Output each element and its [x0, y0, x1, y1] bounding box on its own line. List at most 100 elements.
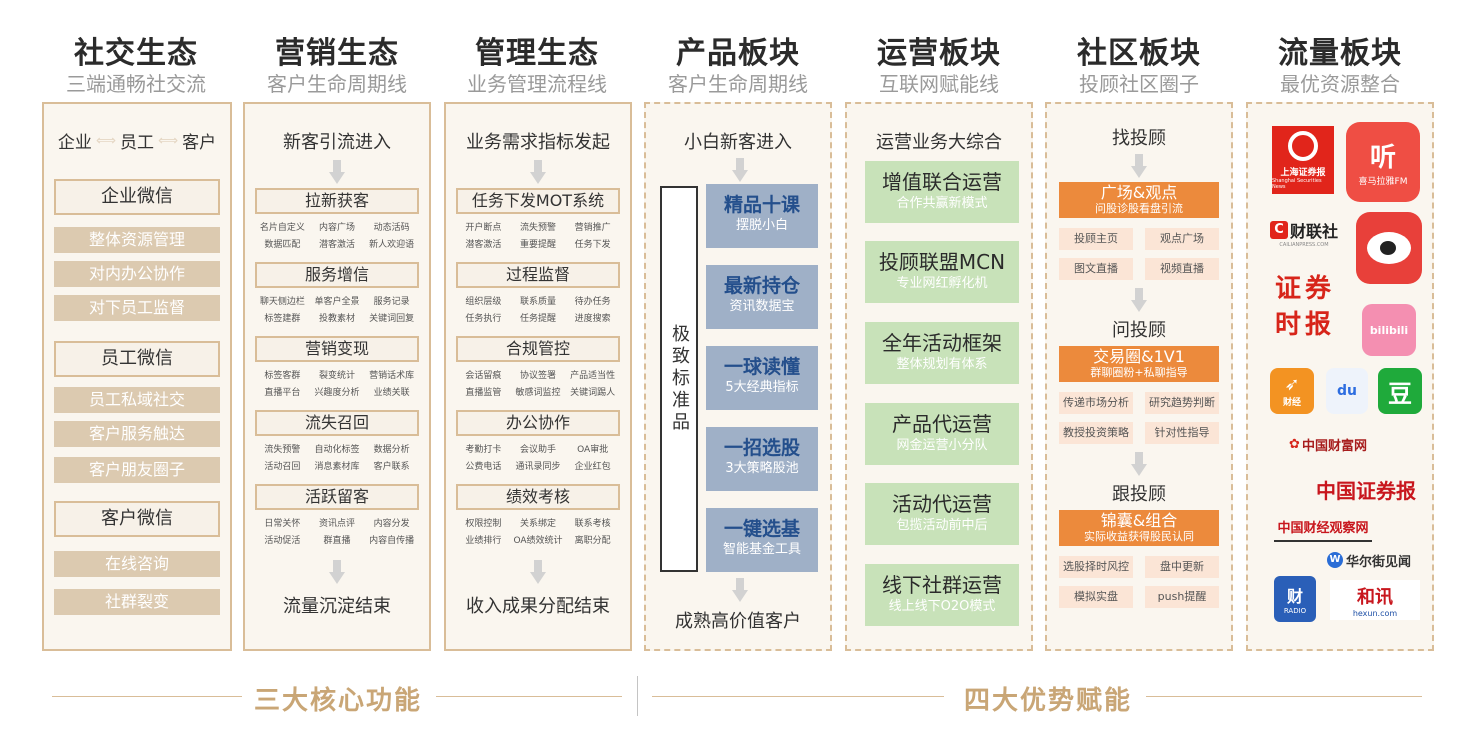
mini-item: 通讯录同步: [515, 462, 561, 472]
stage-item[interactable]: 研究趋势判断: [1145, 392, 1219, 414]
operation-card[interactable]: 增值联合运营 合作共赢新模式: [865, 161, 1019, 223]
mini-item: 离职分配: [574, 536, 611, 546]
product-card[interactable]: 最新持仓 资讯数据宝: [706, 265, 818, 329]
mini-item: 投教素材: [318, 314, 355, 324]
shzqb-logo[interactable]: 上海证券报 Shanghai Securities News: [1272, 126, 1334, 194]
section-items: 日常关怀 资讯点评 内容分发 活动促活 群直播 内容自传播: [255, 516, 419, 546]
card-title: 一球读懂: [723, 356, 800, 378]
col-title: 管理生态: [475, 36, 599, 71]
flow-start: 业务需求指标发起: [466, 132, 610, 153]
col-subtitle: 三端通畅社交流: [66, 72, 206, 96]
product-card[interactable]: 一球读懂 5大经典指标: [706, 346, 818, 410]
mini-item: 标签建群: [264, 314, 301, 324]
mini-item: 消息素材库: [314, 462, 360, 472]
bar-subtitle: 群聊圈粉+私聊指导: [1090, 366, 1188, 379]
caijingguancha-logo[interactable]: 中国财经观察网: [1274, 512, 1372, 542]
card-title: 增值联合运营: [882, 170, 1002, 194]
zgzqb-logo[interactable]: 中国证券报: [1314, 474, 1418, 504]
logo-text: 中国证券报: [1316, 478, 1416, 503]
card-title: 活动代运营: [892, 492, 992, 516]
stage-item[interactable]: push提醒: [1145, 586, 1219, 608]
mini-item: 流失预警: [264, 445, 301, 455]
flame-icon: ➶: [1284, 374, 1300, 395]
mini-item: 会议助手: [519, 445, 556, 455]
operation-card[interactable]: 投顾联盟MCN 专业网红孵化机: [865, 241, 1019, 303]
mini-item: 联系考核: [574, 519, 611, 529]
operation-card[interactable]: 线下社群运营 线上线下O2O模式: [865, 564, 1019, 626]
operation-card[interactable]: 产品代运营 网金运营小分队: [865, 403, 1019, 465]
stage-item[interactable]: 传递市场分析: [1059, 392, 1133, 414]
flow-end: 收入成果分配结束: [466, 596, 610, 617]
section-title: 活跃留客: [255, 484, 419, 510]
stage-item[interactable]: 视频直播: [1145, 258, 1219, 280]
mini-item: 营销推广: [574, 223, 611, 233]
stage-item[interactable]: 图文直播: [1059, 258, 1133, 280]
logo-text: 华尔街见闻: [1345, 554, 1411, 570]
col-title: 社区板块: [1077, 36, 1201, 71]
mini-item: 任务提醒: [519, 314, 556, 324]
group-enterprise-wechat: 企业微信: [54, 179, 220, 215]
operation-card[interactable]: 全年活动框架 整体规划有体系: [865, 322, 1019, 384]
stage-head: 问投顾: [1112, 320, 1166, 341]
mini-item: 企业红包: [574, 462, 611, 472]
mini-item: 兴趣度分析: [314, 388, 360, 398]
cfw-logo[interactable]: ✿ 中国财富网: [1278, 432, 1378, 456]
col-subtitle: 互联网赋能线: [879, 72, 999, 96]
mini-item: 会话留痕: [465, 371, 502, 381]
product-panel: 小白新客进入 极致标准品 精品十课 摆脱小白 最新持仓 资讯数据宝 一球读懂 5…: [644, 102, 832, 651]
mini-item: 公费电话: [465, 462, 502, 472]
logo-subtext: Shanghai Securities News: [1272, 177, 1322, 190]
caijing-logo[interactable]: ➶ 财经: [1270, 368, 1314, 414]
vertical-label: 极致标准品: [669, 324, 690, 434]
card-subtitle: 资讯数据宝: [729, 299, 795, 314]
list-item: 整体资源管理: [54, 227, 220, 253]
stage-item[interactable]: 观点广场: [1145, 228, 1219, 250]
stage-item[interactable]: 教授投资策略: [1059, 422, 1133, 444]
advantages-label: 四大优势赋能: [964, 686, 1133, 716]
product-card[interactable]: 一键选基 智能基金工具: [706, 508, 818, 572]
stage-item[interactable]: 盘中更新: [1145, 556, 1219, 578]
operation-card[interactable]: 活动代运营 包揽活动前中后: [865, 483, 1019, 545]
mini-item: 关键词踢人: [570, 388, 616, 398]
col-management-head: 管理生态 业务管理流程线: [441, 0, 633, 96]
ximalaya-logo[interactable]: 听 喜马拉雅FM: [1346, 122, 1420, 202]
radio-logo[interactable]: 财 RADIO: [1274, 576, 1316, 622]
logo-text: 和讯: [1357, 586, 1393, 608]
cailianshe-logo[interactable]: C 财联社 CAILIANPRESS.COM: [1268, 216, 1340, 250]
arrow-down-icon: [530, 560, 546, 584]
logo-subtext: CAILIANPRESS.COM: [1279, 242, 1329, 248]
section-title: 办公协作: [456, 410, 620, 436]
wallstreetcn-logo[interactable]: W 华尔街见闻: [1318, 548, 1420, 572]
stage-item[interactable]: 选股择时风控: [1059, 556, 1133, 578]
bar-subtitle: 实际收益获得股民认同: [1084, 530, 1194, 543]
divider-line: [1146, 696, 1422, 697]
mini-item: 群直播: [323, 536, 351, 546]
stage-item[interactable]: 模拟实盘: [1059, 586, 1133, 608]
mini-item: 直播平台: [264, 388, 301, 398]
c-icon: C: [1269, 221, 1288, 239]
mini-item: 业绩关联: [373, 388, 410, 398]
douban-logo[interactable]: 豆: [1378, 368, 1422, 414]
w-icon: W: [1326, 552, 1343, 568]
operation-panel: 运营业务大综合 增值联合运营 合作共赢新模式 投顾联盟MCN 专业网红孵化机 全…: [845, 102, 1033, 651]
baidu-logo[interactable]: du: [1326, 368, 1368, 414]
list-item: 社群裂变: [54, 589, 220, 615]
bilibili-logo[interactable]: bilibili: [1362, 304, 1416, 356]
arrow-down-icon: [732, 578, 748, 602]
hexun-logo[interactable]: 和讯 hexun.com: [1330, 580, 1420, 620]
stage-item[interactable]: 投顾主页: [1059, 228, 1133, 250]
flower-icon: ✿: [1289, 436, 1300, 452]
stage-item[interactable]: 针对性指导: [1145, 422, 1219, 444]
list-item: 客户朋友圈子: [54, 457, 220, 483]
card-title: 全年活动框架: [882, 331, 1002, 355]
mini-item: 新人欢迎语: [369, 240, 415, 250]
product-card[interactable]: 精品十课 摆脱小白: [706, 184, 818, 248]
mini-item: 内容广场: [318, 223, 355, 233]
logo-text: 听: [1369, 143, 1396, 173]
weibo-logo[interactable]: [1356, 212, 1422, 284]
section-items: 名片自定义 内容广场 动态活码 数据匹配 潜客激活 新人欢迎语: [255, 220, 419, 250]
product-card[interactable]: 一招选股 3大策略股池: [706, 427, 818, 491]
zqsb-logo[interactable]: 证券时报: [1274, 268, 1336, 346]
card-subtitle: 整体规划有体系: [896, 357, 988, 372]
section-title: 任务下发MOT系统: [456, 188, 620, 214]
